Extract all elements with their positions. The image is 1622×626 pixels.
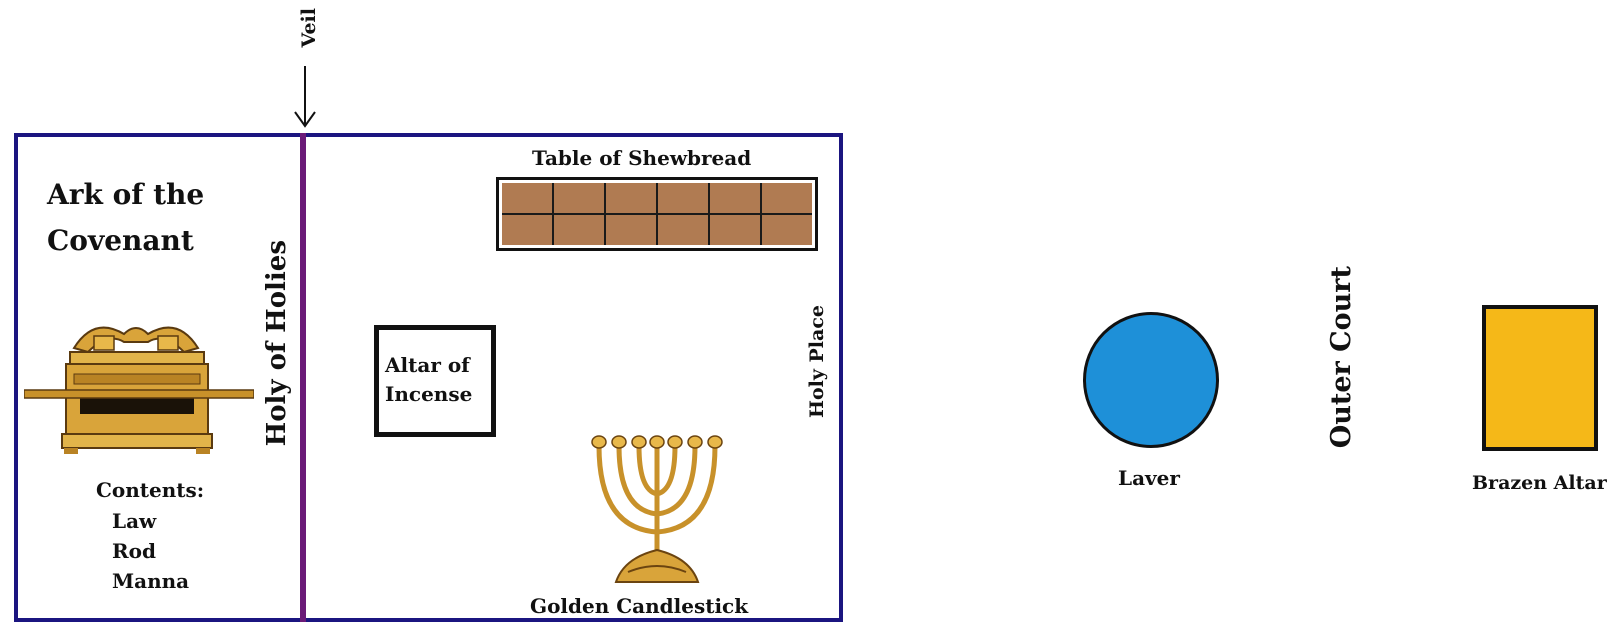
brazen-altar-label: Brazen Altar <box>1472 472 1607 494</box>
contents-item-rod: Rod <box>112 539 156 563</box>
altar-of-incense-line1: Altar of <box>385 353 470 377</box>
holy-place-label: Holy Place <box>806 305 828 418</box>
loaf <box>502 215 552 245</box>
loaf <box>554 183 604 213</box>
contents-item-manna: Manna <box>112 569 190 593</box>
table-of-shewbread-label: Table of Shewbread <box>532 146 752 170</box>
brazen-altar <box>1482 305 1598 451</box>
ark-title-line2: Covenant <box>47 224 194 257</box>
laver <box>1083 312 1219 448</box>
loaf <box>710 183 760 213</box>
loaf <box>502 183 552 213</box>
veil-label: Veil <box>298 8 320 48</box>
menorah-icon <box>591 435 723 583</box>
loaf <box>658 215 708 245</box>
loaf <box>554 215 604 245</box>
ark-of-covenant-icon <box>24 326 254 454</box>
loaf <box>606 183 656 213</box>
table-of-shewbread <box>496 177 818 251</box>
ark-title-line1: Ark of the <box>47 178 205 211</box>
veil-divider <box>300 133 306 622</box>
outer-court-label: Outer Court <box>1326 266 1357 449</box>
tabernacle-outline <box>14 133 843 622</box>
holy-of-holies-label: Holy of Holies <box>262 240 292 447</box>
altar-of-incense <box>374 325 496 437</box>
loaf <box>762 215 812 245</box>
contents-title: Contents: <box>96 478 205 502</box>
loaf <box>606 215 656 245</box>
loaf <box>762 183 812 213</box>
contents-item-law: Law <box>112 509 157 533</box>
loaf <box>710 215 760 245</box>
arrow-down-icon <box>294 66 316 128</box>
loaf <box>658 183 708 213</box>
shewbread-loaves <box>502 183 812 245</box>
laver-label: Laver <box>1118 466 1180 490</box>
golden-candlestick-label: Golden Candlestick <box>530 594 749 618</box>
altar-of-incense-line2: Incense <box>385 382 473 406</box>
